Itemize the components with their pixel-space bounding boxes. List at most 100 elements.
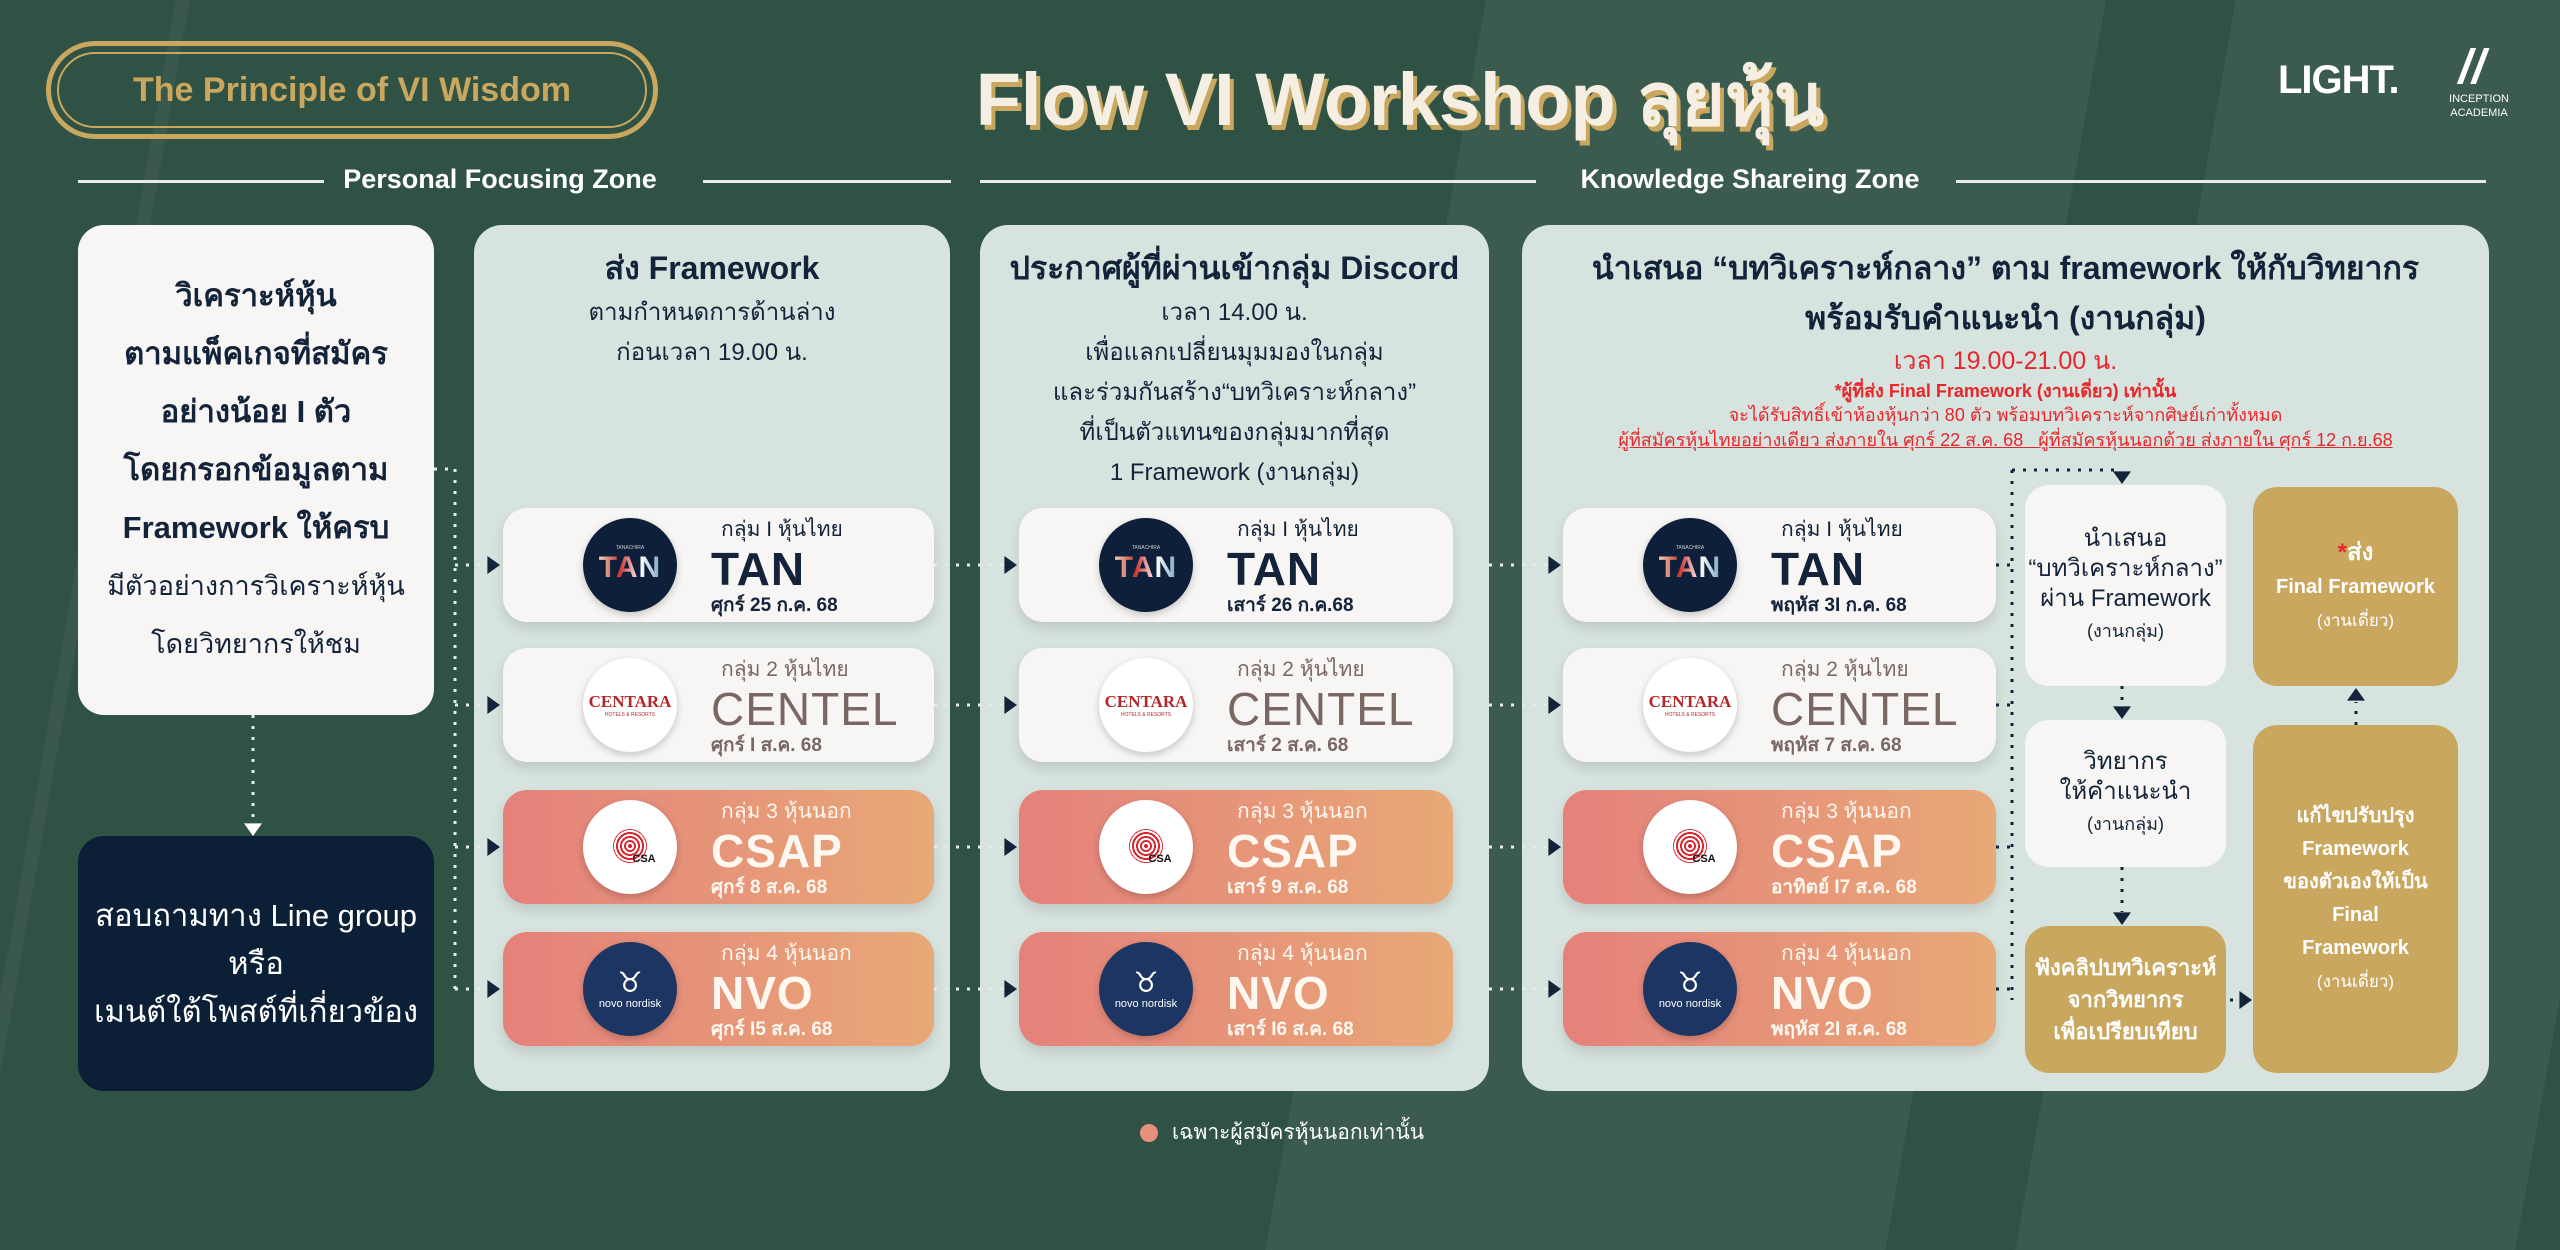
contact-text: สอบถามทาง Line group [95,897,417,933]
deadline-foreign: ผู้ที่สมัครหุ้นนอกด้วย ส่งภายใน ศุกร์ 12… [2038,430,2393,450]
stock-ticker: TAN [711,543,806,595]
novo-logo-icon: ♉novo nordisk [583,942,677,1036]
logo-subtext: HOTELS & RESORTS [1664,712,1716,718]
step-text: วิทยากร [2083,747,2168,775]
step-text: (งานเดี่ยว) [2316,972,2395,991]
group-label: กลุ่ม I หุ้นไทย [1237,518,1359,541]
analyze-stock-box: วิเคราะห์หุ้น ตามแพ็คเกจที่สมัคร อย่างน้… [78,225,434,715]
step-text: “บทวิเคราะห์กลาง” [2028,554,2223,582]
badge-text: The Principle of VI Wisdom [133,70,571,109]
group-label: กลุ่ม 2 หุ้นไทย [1237,658,1365,681]
panel-title: ส่ง Framework [604,250,820,286]
logo-text: CSA [632,853,656,865]
submit-final-box: *ส่ง Final Framework (งานเดี่ยว) [2253,487,2458,686]
step-text: Framework [2302,937,2409,959]
session-date: อาทิตย์ I7 ส.ค. 68 [1771,877,1917,898]
logo-text: CENTARA [1104,692,1188,711]
divider [703,180,951,183]
csa-swirl-icon [1673,829,1707,863]
session-date: ศุกร์ 8 ส.ค. 68 [711,877,828,898]
session-date: ศุกร์ I5 ส.ค. 68 [711,1019,833,1040]
logo-subtext: TANACHIRA [1131,545,1161,551]
csa-logo-icon: CSA [1643,800,1737,894]
advice-step-box: วิทยากร ให้คำแนะนำ (งานกลุ่ม) [2025,720,2226,867]
logo-text: TAN [1114,551,1178,584]
step-text: ฟังคลิปบทวิเคราะห์ [2034,954,2217,980]
session-date: เสาร์ I6 ส.ค. 68 [1227,1019,1354,1040]
logo-subtext: TANACHIRA [615,545,645,551]
legend-text: เฉพาะผู้สมัครหุ้นนอกเท่านั้น [1172,1121,1425,1144]
session-date: ศุกร์ 25 ก.ค. 68 [711,595,838,616]
inception-academia-logo: // INCEPTION ACADEMIA [2432,44,2512,120]
csa-logo-icon: CSA [1099,800,1193,894]
asterisk: * [2337,538,2347,566]
step-text: (งานกลุ่ม) [2087,813,2164,834]
panel-title: ประกาศผู้ที่ผ่านเข้ากลุ่ม Discord [1009,250,1460,286]
step-text: อย่างน้อย I ตัว [160,394,352,429]
logo-subtext: HOTELS & RESORTS [604,712,656,718]
stock-ticker: NVO [711,967,814,1019]
panel-subtitle: 1 Framework (งานกลุ่ม) [1109,459,1360,486]
stock-ticker: CSAP [1771,825,1903,877]
group-label: กลุ่ม 3 หุ้นนอก [1237,800,1368,823]
logo-text: TAN [1658,551,1722,584]
csa-logo-icon: CSA [583,800,677,894]
step-text: Framework [2302,838,2409,860]
divider [78,180,324,183]
step-note: โดยวิทยากรให้ชม [151,629,361,659]
panel-subtitle: เวลา 14.00 น. [1161,299,1308,326]
logo-subtext: TANACHIRA [1675,545,1705,551]
contact-text: หรือ [228,945,284,981]
step-note: มีตัวอย่างการวิเคราะห์หุ้น [107,571,405,601]
step-text: เพื่อเปรียบเทียบ [2053,1018,2198,1044]
group-label: กลุ่ม 2 หุ้นไทย [721,658,849,681]
stock-ticker: TAN [1771,543,1866,595]
session-date: เสาร์ 26 ก.ค.68 [1227,595,1354,616]
step-text: (งานเดี่ยว) [2316,610,2395,630]
csa-swirl-icon [1129,829,1163,863]
inception-mark-icon: // [2458,41,2486,94]
logo-text: novo nordisk [598,998,662,1010]
group-label: กลุ่ม 4 หุ้นนอก [1781,942,1912,965]
group-label: กลุ่ม 3 หุ้นนอก [721,800,852,823]
step-text: ของตัวเองให้เป็น [2283,871,2428,893]
panel-subtitle: เพื่อแลกเปลี่ยนมุมมองในกลุ่ม [1085,339,1384,366]
panel-subtitle: ก่อนเวลา 19.00 น. [616,339,808,366]
novo-logo-icon: ♉novo nordisk [1099,942,1193,1036]
panel-note: *ผู้ที่ส่ง Final Framework (งานเดี่ยว) เ… [1834,381,2177,401]
group-label: กลุ่ม 4 หุ้นนอก [1237,942,1368,965]
panel-note: จะได้รับสิทธิ์เข้าห้องหุ้นกว่า 80 ตัว พร… [1728,405,2283,425]
step-text: Framework ให้ครบ [122,510,390,545]
logo-text: CSA [1692,853,1716,865]
contact-text: เมนต์ใต้โพสต์ที่เกี่ยวข้อง [93,993,419,1029]
session-date: พฤหัส 7 ส.ค. 68 [1771,735,1902,756]
stock-ticker: TAN [1227,543,1322,595]
step-text: Final Framework [2276,575,2435,598]
arrowhead-icon [244,823,262,836]
step-text: ผ่าน Framework [2040,584,2211,612]
step-text: วิเคราะห์หุ้น [175,278,337,313]
stock-ticker: CENTEL [1771,683,1959,735]
session-time: เวลา 19.00-21.00 น. [1893,347,2118,375]
panel-title: พร้อมรับคำแนะนำ (งานกลุ่ม) [1805,300,2206,336]
page-title: Flow VI Workshop ลุยหุ้น [975,58,1825,141]
principle-badge: The Principle of VI Wisdom [46,41,658,139]
light-logo-text: LIGHT. [2278,58,2400,102]
step-text: Final [2332,904,2379,926]
light-logo: LIGHT. [2278,58,2400,103]
panel-subtitle: ตามกำหนดการด้านล่าง [588,299,836,326]
step-text: ตามแพ็คเกจที่สมัคร [124,336,388,371]
logo-text: CENTARA [588,692,672,711]
novo-logo-icon: ♉novo nordisk [1643,942,1737,1036]
group-label: กลุ่ม 3 หุ้นนอก [1781,800,1912,823]
apis-bull-icon: ♉ [617,967,643,998]
stock-ticker: CENTEL [1227,683,1415,735]
